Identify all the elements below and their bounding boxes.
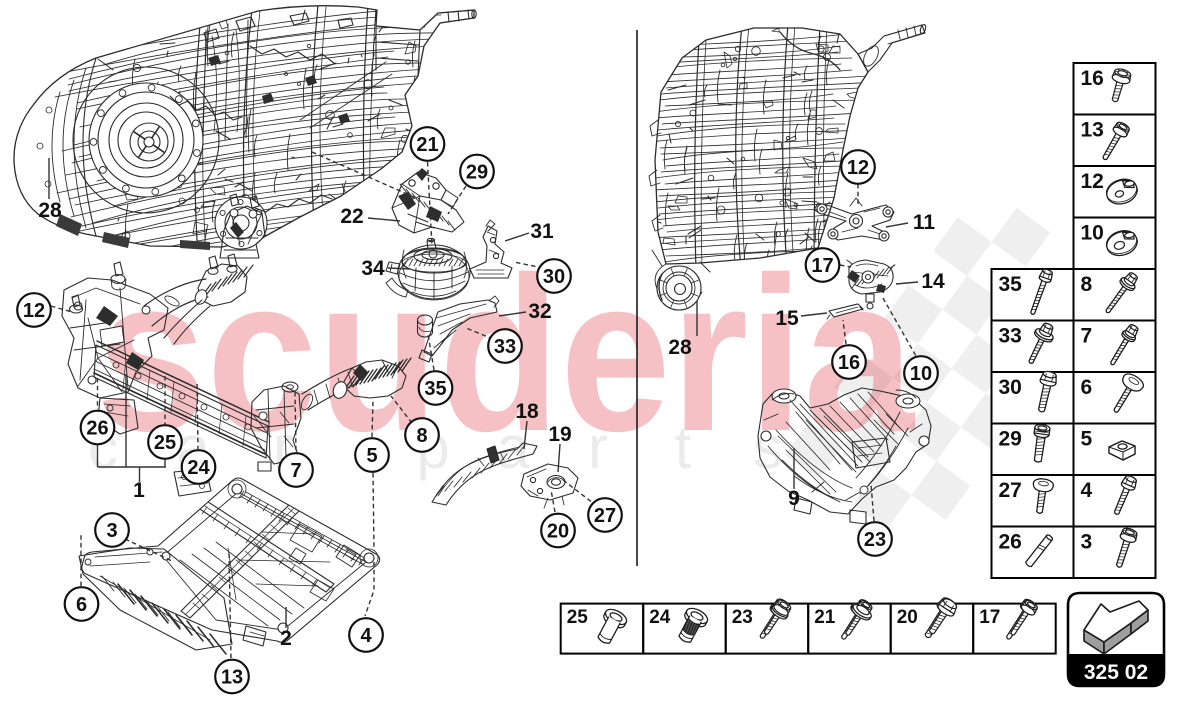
svg-text:r: r <box>588 414 608 481</box>
svg-text:20: 20 <box>897 607 918 628</box>
svg-text:24: 24 <box>187 457 210 479</box>
svg-text:28: 28 <box>38 199 62 222</box>
svg-text:3: 3 <box>106 520 117 542</box>
svg-text:s: s <box>753 414 783 481</box>
svg-text:15: 15 <box>775 307 799 330</box>
svg-text:5: 5 <box>366 445 377 467</box>
svg-text:35: 35 <box>424 378 446 400</box>
svg-text:6: 6 <box>1081 376 1093 399</box>
svg-text:2: 2 <box>280 627 292 650</box>
svg-text:7: 7 <box>290 460 301 482</box>
svg-text:12: 12 <box>1081 170 1104 193</box>
svg-text:23: 23 <box>732 607 753 628</box>
svg-text:32: 32 <box>528 300 551 323</box>
svg-text:28: 28 <box>668 336 692 359</box>
svg-text:8: 8 <box>1081 273 1093 296</box>
svg-text:18: 18 <box>515 400 539 423</box>
svg-text:17: 17 <box>811 255 833 277</box>
svg-text:27: 27 <box>999 479 1022 502</box>
svg-text:10: 10 <box>910 363 932 385</box>
svg-text:16: 16 <box>838 352 860 374</box>
svg-text:24: 24 <box>649 607 671 628</box>
svg-text:35: 35 <box>999 273 1023 296</box>
svg-text:33: 33 <box>494 336 516 358</box>
svg-text:325 02: 325 02 <box>1084 661 1148 684</box>
svg-text:25: 25 <box>154 432 176 454</box>
svg-text:30: 30 <box>543 266 565 288</box>
svg-text:34: 34 <box>361 257 385 280</box>
svg-text:t: t <box>675 414 692 481</box>
svg-text:12: 12 <box>847 157 869 179</box>
svg-text:31: 31 <box>530 220 554 243</box>
svg-text:4: 4 <box>360 625 372 647</box>
svg-text:7: 7 <box>1081 325 1093 348</box>
svg-text:12: 12 <box>23 300 45 322</box>
svg-text:8: 8 <box>416 425 427 447</box>
svg-text:23: 23 <box>864 529 886 551</box>
svg-text:25: 25 <box>567 607 589 628</box>
svg-text:20: 20 <box>547 521 569 543</box>
svg-text:16: 16 <box>1081 67 1104 90</box>
svg-text:14: 14 <box>921 270 945 293</box>
svg-text:26: 26 <box>999 531 1022 554</box>
svg-text:19: 19 <box>548 423 571 446</box>
svg-text:17: 17 <box>979 607 1000 628</box>
svg-text:33: 33 <box>999 325 1022 348</box>
svg-text:26: 26 <box>86 418 108 440</box>
svg-text:22: 22 <box>340 205 363 228</box>
svg-text:13: 13 <box>1081 119 1104 142</box>
svg-text:10: 10 <box>1081 222 1104 245</box>
svg-text:9: 9 <box>788 487 800 510</box>
svg-text:3: 3 <box>1081 531 1093 554</box>
svg-text:29: 29 <box>466 162 488 184</box>
svg-text:a: a <box>496 414 530 481</box>
svg-text:11: 11 <box>913 211 936 234</box>
svg-text:13: 13 <box>221 667 243 689</box>
svg-text:27: 27 <box>594 505 616 527</box>
svg-text:21: 21 <box>814 607 836 628</box>
svg-text:4: 4 <box>1081 479 1093 502</box>
svg-text:1: 1 <box>133 479 145 502</box>
svg-text:29: 29 <box>999 428 1022 451</box>
svg-text:6: 6 <box>76 594 87 616</box>
svg-text:21: 21 <box>416 134 438 156</box>
svg-text:5: 5 <box>1081 428 1093 451</box>
svg-text:30: 30 <box>999 376 1022 399</box>
